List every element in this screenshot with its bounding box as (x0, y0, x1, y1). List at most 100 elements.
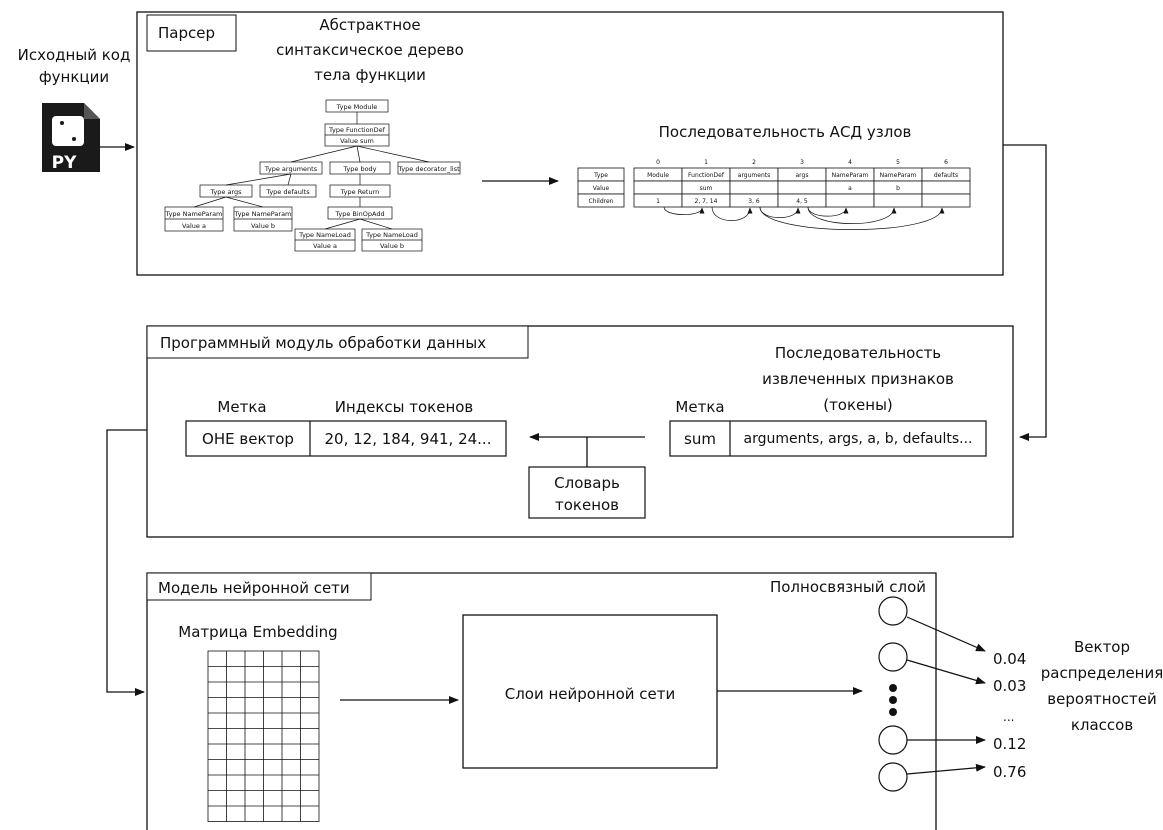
node-arguments: Type arguments (264, 165, 318, 173)
tokens-cell: arguments, args, a, b, defaults... (744, 431, 973, 447)
input-label-line1: Исходный код (18, 46, 131, 64)
node-nameload-a-type: Type NameLoad (298, 231, 351, 239)
ohe-vector-cell: OHE вектор (202, 430, 294, 448)
nn-layers-box (462, 614, 718, 769)
column-index: 0 (656, 159, 660, 166)
parser-box (136, 11, 1004, 276)
cell-children: 2, 7, 14 (695, 198, 718, 205)
column-index: 3 (800, 159, 804, 166)
dense-neuron-2 (878, 642, 908, 672)
dense-neuron-4 (878, 762, 908, 792)
cell-type: arguments (738, 172, 770, 179)
cell-value: b (896, 185, 900, 192)
output-2: 0.03 (993, 677, 1026, 695)
ast-title-line3: тела функции (314, 66, 426, 84)
nn-layers-label: Слои нейронной сети (505, 685, 676, 703)
processing-title-tab (146, 325, 529, 359)
output-1: 0.04 (993, 650, 1026, 668)
cell-children: 4, 5 (796, 198, 808, 205)
features-title-line3: (токены) (823, 396, 893, 414)
ellipsis-dot-3 (889, 708, 897, 716)
node-body: Type body (342, 165, 376, 173)
embedding-matrix (207, 650, 320, 822)
features-title-line2: извлеченных признаков (762, 370, 954, 388)
cell-type: NameParam (832, 172, 869, 179)
result-line2: распределения (1041, 664, 1163, 682)
result-line1: Вектор (1074, 638, 1130, 656)
features-title-line1: Последовательность (775, 344, 941, 362)
output-4: 0.76 (993, 763, 1026, 781)
cell-type: NameParam (880, 172, 917, 179)
label-sum-cell: sum (684, 430, 716, 448)
cell-type: Module (647, 172, 669, 179)
token-indices-cell: 20, 12, 184, 941, 24... (325, 430, 492, 448)
column-index: 2 (752, 159, 756, 166)
node-decorator-list: Type decorator_list (397, 165, 460, 173)
child-pointer-arrow (807, 206, 897, 224)
file-badge: PY (52, 153, 77, 173)
node-functiondef-value: Value sum (340, 137, 374, 145)
input-source: Исходный код функции PY (18, 46, 131, 173)
node-return: Type Return (340, 188, 380, 196)
processing-box (146, 325, 1014, 538)
embedding-label: Матрица Embedding (178, 623, 337, 641)
left-label-header: Метка (217, 398, 266, 416)
ellipsis-dot-2 (889, 696, 897, 704)
python-file-icon: PY (42, 103, 100, 173)
node-nameparam-b-type: Type NameParam (234, 210, 292, 218)
row-header-value: Value (593, 185, 610, 192)
child-pointer-arrow (807, 206, 849, 217)
child-pointer-arrow (711, 206, 753, 221)
node-nameload-a-value: Value a (313, 242, 337, 250)
cell-type: defaults (934, 172, 958, 179)
node-nameparam-b-value: Value b (251, 222, 275, 230)
network-title-tab (146, 572, 372, 601)
cell-children: 3, 6 (748, 198, 760, 205)
network-box (146, 572, 937, 830)
left-indices-header: Индексы токенов (335, 398, 474, 416)
processing-title: Программный модуль обработки данных (160, 334, 486, 352)
output-3: 0.12 (993, 735, 1026, 753)
node-args: Type args (209, 188, 242, 196)
dense-neuron-1 (878, 596, 908, 626)
cell-type: FunctionDef (688, 172, 725, 179)
vocabulary-box (528, 466, 646, 519)
ast-title-line2: синтаксическое дерево (276, 41, 464, 59)
result-line4: классов (1071, 716, 1133, 734)
input-label-line2: функции (39, 68, 109, 86)
parser-title: Парсер (158, 24, 215, 42)
node-defaults: Type defaults (265, 188, 310, 196)
sequence-title: Последовательность АСД узлов (659, 123, 912, 141)
right-label-header: Метка (675, 398, 724, 416)
child-pointer-arrow (663, 206, 705, 215)
node-binopadd: Type BinOpAdd (334, 210, 384, 218)
ast-tree-labels: Type Module Type FunctionDef Value sum T… (165, 103, 460, 250)
vocab-line2: токенов (555, 496, 619, 514)
column-index: 5 (896, 159, 900, 166)
column-index: 4 (848, 159, 852, 166)
child-pointer-arrow (759, 206, 945, 230)
result-line3: вероятностей (1047, 690, 1156, 708)
ast-title-line1: Абстрактное (319, 16, 420, 34)
parser-title-tab (146, 14, 237, 52)
node-functiondef-type: Type FunctionDef (328, 126, 386, 134)
cell-value: a (848, 185, 852, 192)
network-title: Модель нейронной сети (158, 579, 350, 597)
vocab-line1: Словарь (554, 474, 620, 492)
node-module: Type Module (336, 103, 378, 111)
node-nameparam-a-type: Type NameParam (165, 210, 223, 218)
column-index: 6 (944, 159, 948, 166)
row-header-children: Children (589, 198, 614, 205)
cell-children: 1 (656, 198, 660, 205)
node-nameparam-a-value: Value a (182, 222, 206, 230)
output-ellipsis: ... (1003, 710, 1014, 724)
ast-tree (164, 99, 461, 252)
row-header-type: Type (593, 172, 608, 179)
ellipsis-dot-1 (889, 684, 897, 692)
cell-type: args (796, 172, 809, 179)
dense-neuron-3 (878, 725, 908, 755)
cell-value: sum (700, 185, 713, 192)
ast-sequence-table: TypeValueChildren0Module11FunctionDefsum… (577, 159, 971, 230)
node-nameload-b-value: Value b (380, 242, 404, 250)
node-nameload-b-type: Type NameLoad (365, 231, 418, 239)
